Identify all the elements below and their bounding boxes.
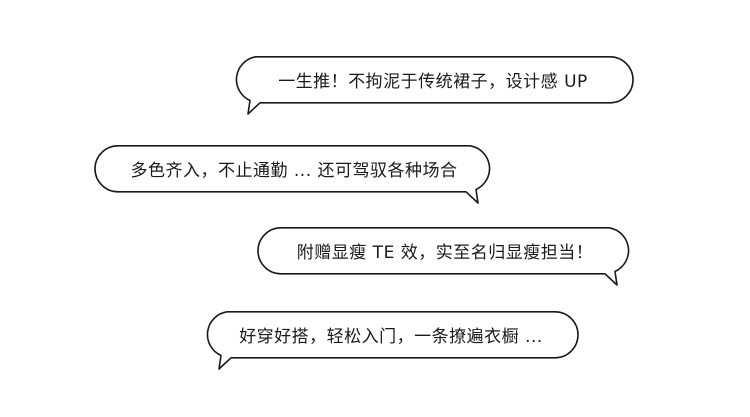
- speech-bubble-1-text: 一生推！不拘泥于传统裙子，设计感 UP: [278, 72, 588, 92]
- speech-bubble-1: 一生推！不拘泥于传统裙子，设计感 UP: [232, 56, 634, 116]
- speech-bubble-3: 附赠显瘦 TE 效，实至名归显瘦担当！: [257, 227, 633, 287]
- speech-bubble-2-text: 多色齐入，不止通勤 ... 还可驾驭各种场合: [130, 161, 458, 181]
- speech-bubble-3-shape: [257, 227, 630, 286]
- speech-bubble-2: 多色齐入，不止通勤 ... 还可驾驭各种场合: [94, 145, 494, 205]
- speech-bubble-4-text: 好穿好搭，轻松入门，一条撩遍衣橱 ...: [239, 327, 543, 347]
- speech-bubble-4-shape: [206, 311, 579, 370]
- speech-bubble-4: 好穿好搭，轻松入门，一条撩遍衣橱 ...: [203, 311, 579, 371]
- speech-bubble-1-shape: [235, 56, 634, 115]
- speech-bubble-3-text: 附赠显瘦 TE 效，实至名归显瘦担当！: [296, 243, 594, 263]
- speech-bubble-2-shape: [94, 145, 491, 204]
